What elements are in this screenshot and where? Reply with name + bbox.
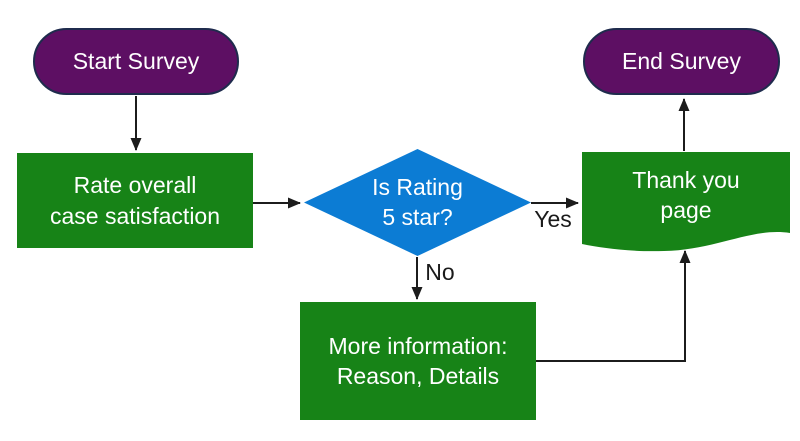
node-thankyou-document-shape [582,152,790,252]
node-rate-satisfaction-line1: Rate overall [73,172,197,199]
node-decision-rating-line2: 5 star? [382,203,453,230]
node-decision-rating-line1: Is Rating [372,174,463,201]
node-thankyou-page-line1: Thank you [632,166,740,193]
edge-label-yes: Yes [534,206,572,232]
node-thankyou-page: Thank you page [582,152,790,238]
node-start-survey: Start Survey [33,28,239,95]
edge-label-no: No [425,259,455,285]
node-rate-satisfaction: Rate overall case satisfaction [17,153,253,248]
node-end-survey: End Survey [583,28,780,95]
node-start-survey-label: Start Survey [72,48,200,75]
node-thankyou-page-line2: page [660,197,712,223]
arrow-more-to-thankyou [536,250,691,362]
node-more-information-line1: More information: [328,332,508,359]
node-end-survey-label: End Survey [622,48,741,75]
node-more-information: More information: Reason, Details [300,302,536,420]
node-more-information-line2: Reason, Details [336,363,500,389]
node-rate-satisfaction-line2: case satisfaction [49,202,221,229]
